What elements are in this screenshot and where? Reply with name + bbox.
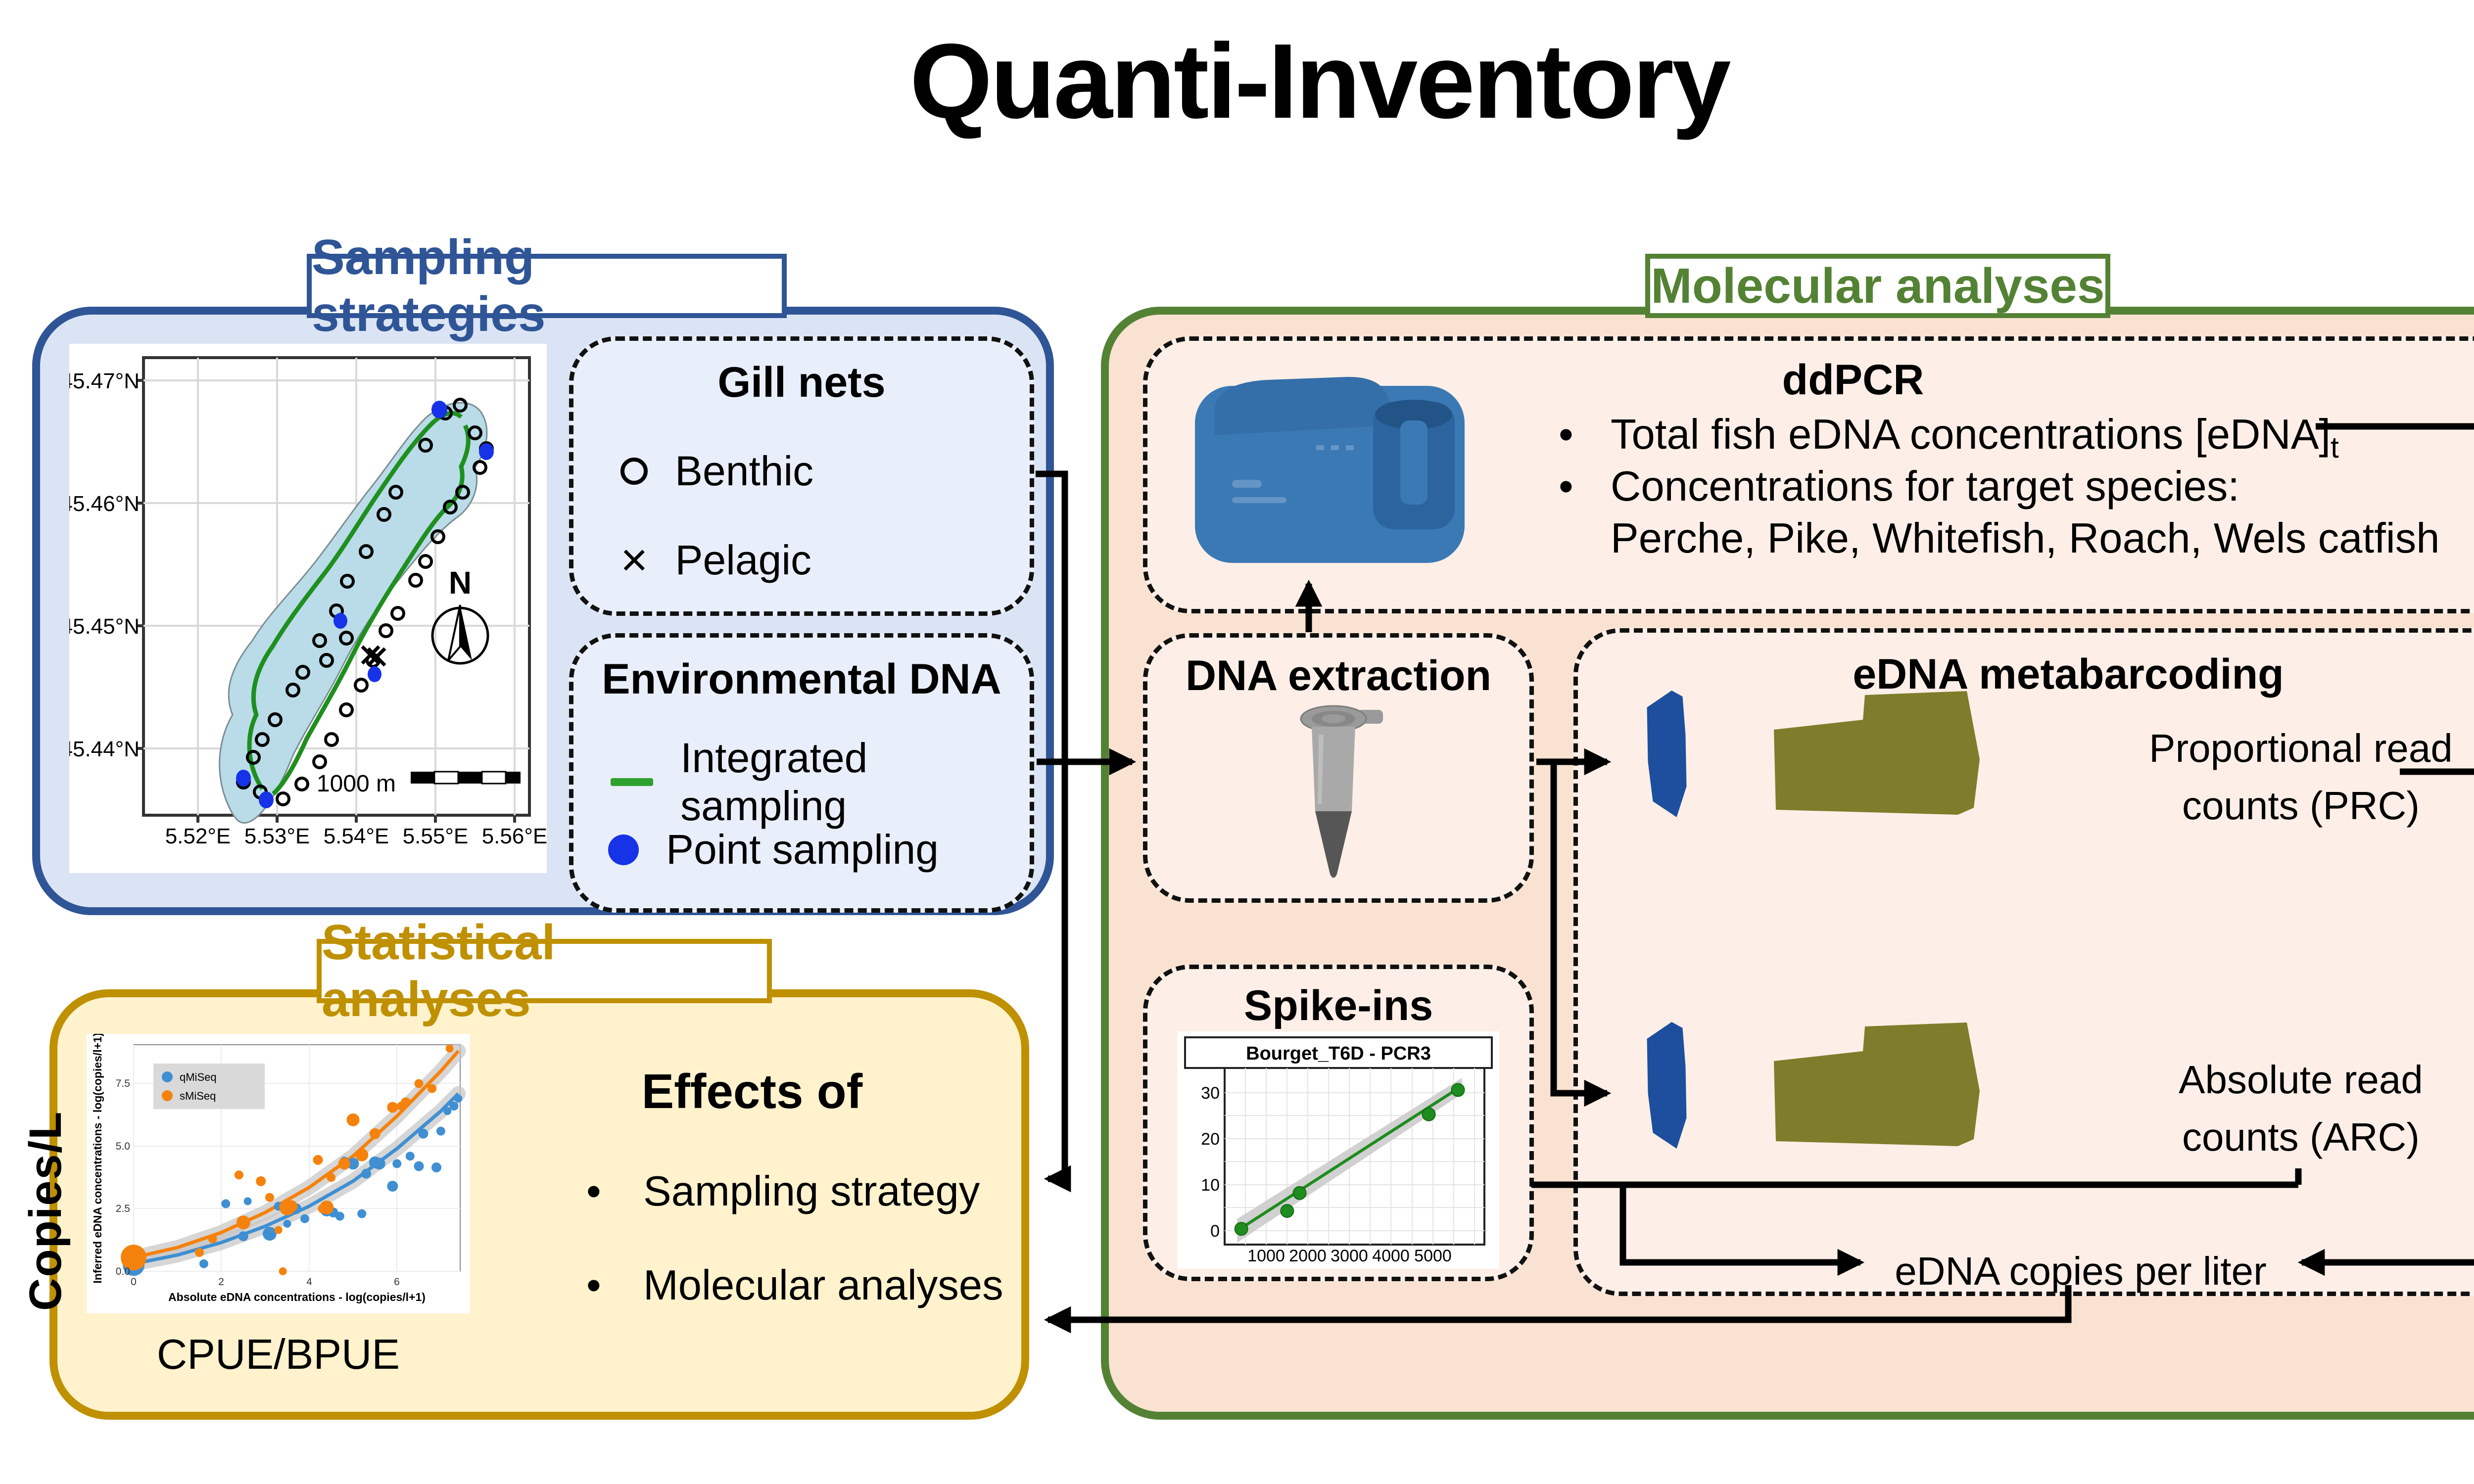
pelagic-label: Pelagic	[675, 537, 811, 583]
scatter-ytick: 2.5	[116, 1203, 130, 1214]
spike-chart-panel: Bourget_T6D - PCR3 0 10 20 30	[1178, 1031, 1499, 1269]
gill-nets-box: Gill nets Benthic × Pelagic	[569, 336, 1034, 616]
spike-ytick: 20	[1201, 1130, 1220, 1149]
north-arrow-icon: N	[431, 565, 489, 665]
sequencer-blue-icon	[1647, 691, 1687, 817]
spike-xtick: 4000	[1372, 1247, 1410, 1265]
pelagic-cross-icon: ×	[620, 534, 648, 586]
lon-tick: 5.56°E	[482, 824, 547, 848]
statistical-analyses-title: Statistical analyses	[317, 915, 772, 1027]
environmental-dna-title: Environmental DNA	[602, 655, 1001, 703]
spike-chart: Bourget_T6D - PCR3 0 10 20 30	[1184, 1036, 1493, 1265]
cpue-label: CPUE/BPUE	[156, 1331, 400, 1378]
scale-bar: 1000 m	[317, 771, 521, 797]
metabarcoding-title: eDNA metabarcoding	[1853, 650, 2284, 698]
scatter-xtick: 6	[394, 1276, 400, 1288]
integrated-route	[247, 411, 471, 796]
lat-tick: 45.47°N	[69, 369, 140, 393]
svg-text:1000 m: 1000 m	[317, 771, 396, 797]
svg-text:N: N	[449, 565, 472, 601]
lake-shape	[219, 402, 488, 824]
benthic-circle-icon	[620, 458, 648, 485]
copies-axis-label: Copies/L	[20, 1111, 71, 1311]
bullet-icon: •	[586, 1168, 601, 1215]
lat-tick: 45.44°N	[69, 737, 140, 761]
scatter-xtick: 4	[306, 1276, 312, 1288]
ddpcr-bullet-1: Total fish eDNA concentrations [eDNA]t	[1611, 411, 2339, 464]
sequencer-olive-icon	[1774, 1022, 1980, 1146]
lon-tick: 5.53°E	[244, 824, 310, 848]
effects-title: Effects of	[641, 1064, 863, 1118]
bullet-icon: •	[1559, 463, 1573, 510]
scatter-ytick: 5.0	[116, 1141, 130, 1152]
ddpcr-bullet-2: Concentrations for target species:	[1611, 463, 2239, 510]
page-title: Quanti-Inventory	[909, 21, 1731, 140]
ddpcr-machine-icon	[1195, 376, 1465, 563]
lon-tick: 5.54°E	[324, 824, 389, 848]
spike-ytick: 10	[1201, 1176, 1220, 1195]
point-sampling-dots	[236, 401, 494, 808]
scatter-xtick: 0	[131, 1276, 137, 1288]
environmental-dna-box: Environmental DNA Integrated sampling Po…	[569, 633, 1034, 913]
spike-ytick: 0	[1210, 1222, 1220, 1241]
scatter-chart-panel: qMiSeq sMiSeq 0.0 2.5 5.0 7.5 0 2 4 6 Ab…	[87, 1034, 470, 1313]
dna-tube-icon	[1300, 705, 1383, 878]
legend-smiseq: sMiSeq	[180, 1090, 216, 1102]
lon-tick: 5.52°E	[165, 824, 231, 848]
scatter-legend: qMiSeq sMiSeq	[153, 1064, 265, 1109]
prc-label: Proportional read counts (PRC)	[2149, 726, 2453, 828]
lake-map-panel: 45.47°N 45.46°N 45.45°N 45.44°N 5.52°E 5…	[69, 344, 547, 873]
sequencer-olive-icon	[1774, 691, 1980, 815]
spike-xtick: 3000	[1331, 1247, 1368, 1265]
ddpcr-title: ddPCR	[1782, 356, 1924, 404]
bullet-icon: •	[586, 1262, 601, 1309]
lon-tick: 5.55°E	[403, 824, 469, 848]
benthic-net-points	[236, 398, 494, 806]
sampling-strategies-title: Sampling strategies	[307, 230, 787, 342]
scatter-chart: qMiSeq sMiSeq 0.0 2.5 5.0 7.5 0 2 4 6 Ab…	[91, 1034, 466, 1303]
lat-tick: 45.46°N	[69, 492, 140, 516]
edna-subscript: t	[2331, 431, 2339, 464]
point-sampling-dot-icon	[608, 834, 639, 865]
point-sampling-label: Point sampling	[666, 826, 939, 873]
pelagic-net-points	[361, 645, 386, 667]
scatter-ytick: 0.0	[116, 1266, 130, 1277]
bullet-icon: •	[1559, 411, 1573, 458]
scatter-ytick: 7.5	[116, 1078, 130, 1089]
arc-label: Absolute read counts (ARC)	[2179, 1058, 2423, 1159]
sequencer-blue-icon	[1647, 1022, 1687, 1149]
scatter-xlabel: Absolute eDNA concentrations - log(copie…	[168, 1291, 426, 1303]
ddpcr-species-line: Perche, Pike, Whitefish, Roach, Wels cat…	[1611, 515, 2440, 562]
spike-xtick: 5000	[1414, 1247, 1452, 1265]
spike-chart-title: Bourget_T6D - PCR3	[1246, 1043, 1431, 1064]
molecular-analyses-title: Molecular analyses	[1645, 254, 2110, 318]
scatter-xtick: 2	[218, 1276, 224, 1288]
spike-ins-title: Spike-ins	[1243, 982, 1433, 1029]
spike-ytick: 30	[1201, 1084, 1220, 1103]
effects-bullet-1: Sampling strategy	[643, 1168, 980, 1215]
integrated-sampling-label: Integrated sampling	[680, 735, 868, 829]
scatter-ylabel: Inferred eDNA concentrations - log(copie…	[91, 1034, 104, 1284]
spike-xtick: 1000	[1247, 1247, 1285, 1265]
integrated-sampling-line-icon	[611, 778, 654, 786]
gill-nets-title: Gill nets	[717, 359, 886, 406]
edna-copies-label: eDNA copies per liter	[1895, 1249, 2267, 1293]
benthic-label: Benthic	[675, 448, 814, 494]
dna-extraction-title: DNA extraction	[1185, 652, 1492, 699]
lake-map: 45.47°N 45.46°N 45.45°N 45.44°N 5.52°E 5…	[69, 356, 547, 848]
legend-qmiseq: qMiSeq	[180, 1071, 217, 1083]
spike-xtick: 2000	[1289, 1247, 1327, 1265]
lat-tick: 45.45°N	[69, 614, 140, 639]
effects-bullet-2: Molecular analyses	[643, 1262, 1003, 1309]
